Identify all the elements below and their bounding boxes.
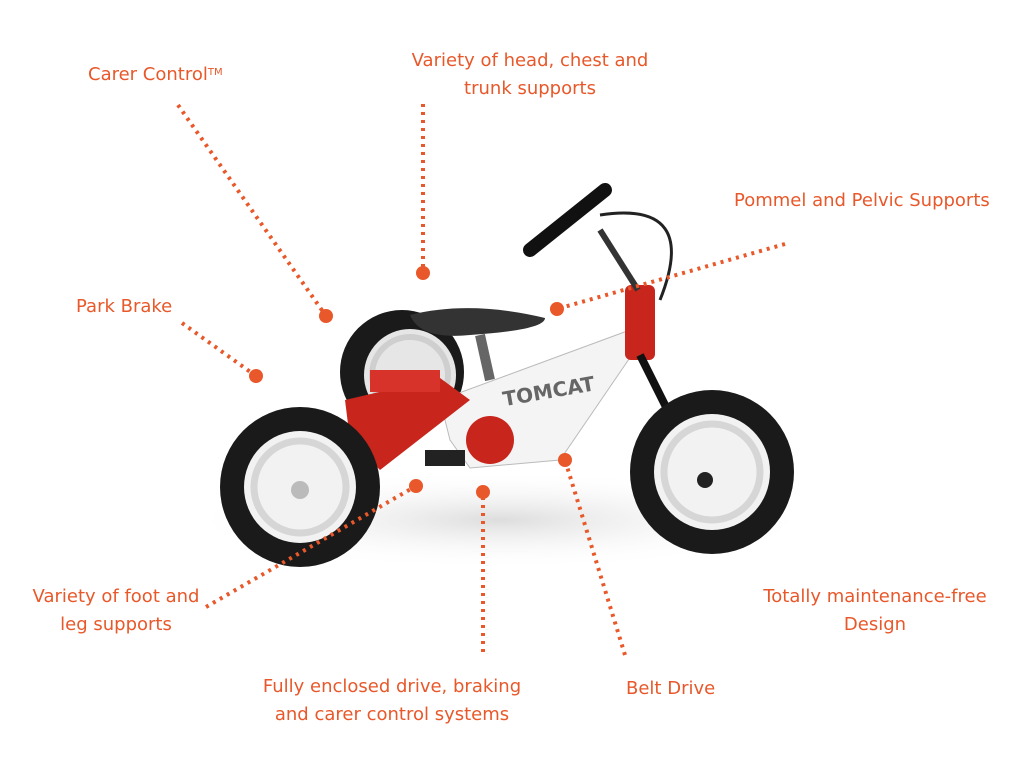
rear-left-wheel — [220, 407, 380, 567]
leader-park-brake — [180, 321, 258, 378]
label-foot-supports: Variety of foot and leg supports — [16, 583, 216, 639]
label-line: Variety of head, chest and — [411, 50, 649, 71]
leader-carer-control — [176, 103, 328, 318]
label-line: trunk supports — [464, 78, 596, 99]
label-head-supports: Variety of head, chest and trunk supports — [380, 47, 680, 103]
dot-foot-supports — [409, 479, 423, 493]
label-belt-drive: Belt Drive — [626, 678, 716, 699]
label-line: leg supports — [60, 614, 172, 635]
leader-belt-drive — [563, 459, 627, 656]
dot-head-supports — [416, 266, 430, 280]
trademark: TM — [207, 67, 223, 78]
callout-dots — [249, 266, 572, 499]
label-line: Fully enclosed drive, braking — [262, 676, 522, 697]
leader-foot-supports — [205, 484, 417, 609]
dot-pommel — [550, 302, 564, 316]
front-wheel — [630, 390, 794, 554]
label-text: Carer Control — [88, 64, 208, 85]
dot-belt-drive — [558, 453, 572, 467]
label-line: Variety of foot and — [32, 586, 200, 607]
label-park-brake: Park Brake — [76, 296, 173, 317]
label-pommel: Pommel and Pelvic Supports — [734, 190, 990, 211]
label-carer-control: Carer ControlTM — [88, 61, 223, 89]
leader-lines — [176, 103, 786, 656]
label-line: Design — [843, 614, 907, 635]
frame: TOMCAT — [345, 183, 704, 477]
label-line: and carer control systems — [274, 704, 510, 725]
dot-enclosed-drive — [476, 485, 490, 499]
label-line: Totally maintenance-free — [763, 586, 987, 607]
label-enclosed-drive: Fully enclosed drive, braking and carer c… — [232, 673, 552, 729]
dot-park-brake — [249, 369, 263, 383]
dot-carer-control — [319, 309, 333, 323]
